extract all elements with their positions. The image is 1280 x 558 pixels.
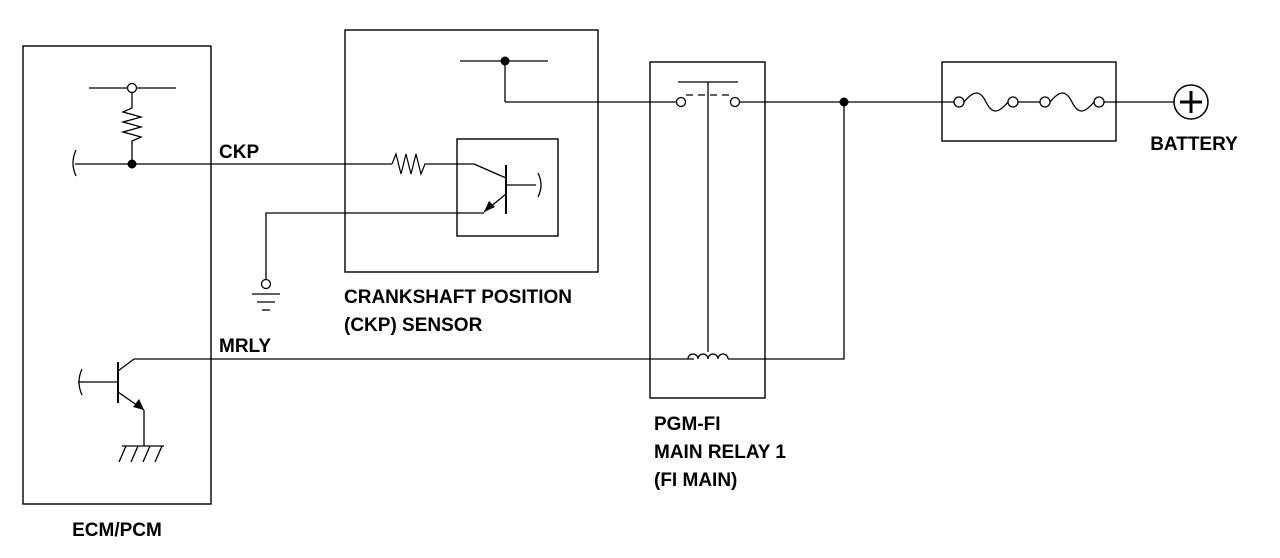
ckp-sensor: CRANKSHAFT POSITION (CKP) SENSOR <box>252 29 678 336</box>
sensor-npn-transistor-icon <box>473 163 542 214</box>
signal-ground-icon <box>252 278 280 311</box>
coil-feed-wire <box>728 102 845 360</box>
sensor-label-line1: CRANKSHAFT POSITION <box>344 287 572 308</box>
relay-label-line2: MAIN RELAY 1 <box>654 442 786 463</box>
fuse-icon <box>1039 92 1105 112</box>
ecm-label: ECM/PCM <box>72 520 162 541</box>
chassis-ground-icon <box>118 445 164 463</box>
sensor-resistor-icon <box>391 152 474 176</box>
ecm-box <box>22 45 212 505</box>
bus-junction <box>839 97 849 107</box>
relay-box <box>649 61 766 399</box>
ecm-input-break-mark <box>72 149 77 177</box>
fuse-icon <box>953 92 1040 112</box>
battery-plus-icon <box>1173 84 1209 120</box>
mrly-wire-label: MRLY <box>219 336 271 357</box>
relay-coil-icon <box>687 353 729 360</box>
relay-label-line1: PGM-FI <box>654 414 721 435</box>
relay-label-line3: (FI MAIN) <box>654 470 737 491</box>
relay-switch-icon <box>675 81 741 108</box>
battery-label: BATTERY <box>1150 134 1238 155</box>
main-relay: PGM-FI MAIN RELAY 1 (FI MAIN) <box>649 61 786 491</box>
fuse-box <box>941 61 1117 142</box>
sensor-label-line2: (CKP) SENSOR <box>344 315 483 336</box>
pullup-resistor-icon <box>89 82 176 163</box>
sensor-inner-box <box>456 138 559 237</box>
ecm-npn-transistor-icon <box>78 358 211 446</box>
ckp-wire-label: CKP <box>219 142 259 163</box>
ecm-pcm-unit: ECM/PCM <box>22 45 212 541</box>
ckp-sensor-box <box>344 29 599 273</box>
